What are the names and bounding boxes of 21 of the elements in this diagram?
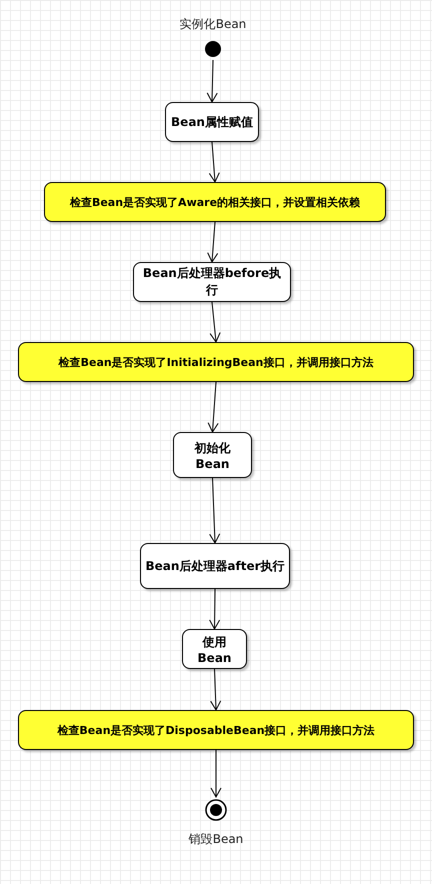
arrow xyxy=(210,302,221,342)
action-box: Bean后处理器after执行 xyxy=(140,543,290,589)
arrow xyxy=(208,142,220,182)
highlighted-action-box: 检查Bean是否实现了InitializingBean接口，并调用接口方法 xyxy=(18,342,414,382)
end-node-bullseye xyxy=(203,797,229,823)
node-caption: 销毁Bean xyxy=(188,831,244,848)
action-box: Bean后处理器before执行 xyxy=(133,262,291,302)
arrow xyxy=(209,478,220,544)
node-caption: 实例化Bean xyxy=(180,16,246,33)
action-box: Bean属性赋值 xyxy=(165,102,259,142)
arrow xyxy=(206,60,218,102)
arrow xyxy=(209,588,220,630)
arrow xyxy=(210,750,222,798)
arrow xyxy=(207,222,218,262)
start-node-circle xyxy=(202,38,224,60)
action-box: 使用Bean xyxy=(182,629,247,669)
arrow xyxy=(210,668,222,710)
arrow xyxy=(208,382,219,432)
highlighted-action-box: 检查Bean是否实现了Aware的相关接口，并设置相关依赖 xyxy=(44,182,386,222)
highlighted-action-box: 检查Bean是否实现了DisposableBean接口，并调用接口方法 xyxy=(18,710,414,750)
action-box: 初始化Bean xyxy=(173,432,252,478)
